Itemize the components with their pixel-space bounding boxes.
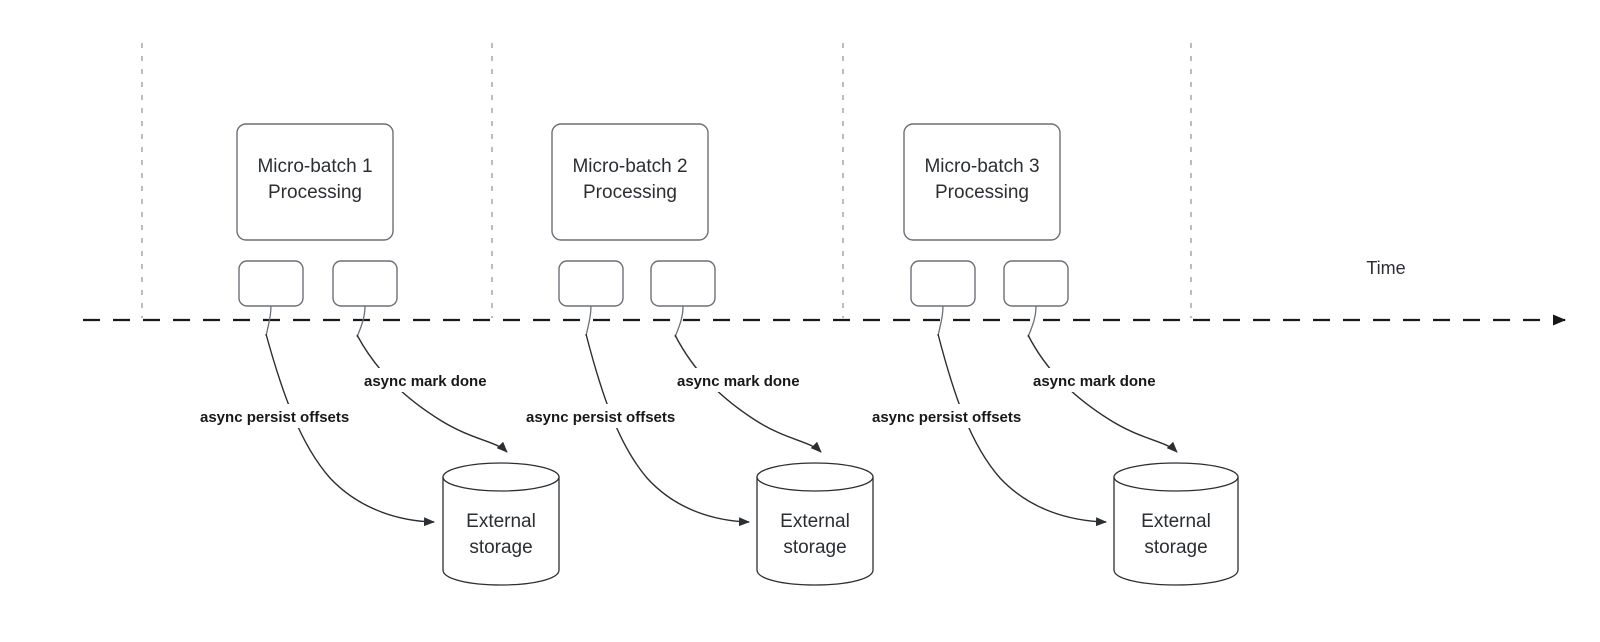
task-box-1b[interactable] [332,260,398,307]
group-2: Micro-batch 2 Processing async persist o… [518,123,874,586]
external-storage-3-label-line2: storage [1144,537,1207,558]
external-storage-2[interactable] [756,462,874,586]
edge-persist-offsets-3 [937,333,1107,527]
group-3: Micro-batch 3 Processing async persist o… [864,123,1239,586]
task-2b-stub [674,305,684,338]
micro-batch-2-label-line2: Processing [583,182,677,203]
edge-label-bg-mark-done-3 [1027,368,1177,392]
micro-batch-1-box[interactable] [236,123,394,241]
edge-label-bg-mark-done-2 [671,368,821,392]
task-3a-stub [937,305,944,337]
external-storage-3-label-line1: External [1141,511,1211,532]
edge-label-bg-persist-2 [518,404,702,428]
edge-mark-done-1 [356,334,508,453]
external-storage-2-label-line2: storage [783,537,846,558]
task-1b-stub [356,305,366,338]
external-storage-3[interactable] [1113,462,1239,586]
task-box-2a[interactable] [558,260,624,307]
edge-persist-offsets-2 [585,333,750,527]
task-box-1a[interactable] [238,260,304,307]
micro-batch-2-box[interactable] [551,123,709,241]
edge-label-bg-persist-1 [192,404,376,428]
task-box-3a[interactable] [910,260,976,307]
task-1a-stub [265,305,272,337]
edge-label-persist-offsets-3: async persist offsets [872,409,1021,426]
micro-batch-3-box[interactable] [903,123,1061,241]
edge-label-mark-done-2: async mark done [677,373,800,390]
time-axis-label: Time [1366,258,1405,278]
external-storage-2-label-line1: External [780,511,850,532]
edge-label-mark-done-1: async mark done [364,373,487,390]
task-box-2b[interactable] [650,260,716,307]
external-storage-1[interactable] [442,462,560,586]
time-axis: Time [83,258,1566,326]
task-2a-stub [585,305,592,337]
edge-label-bg-mark-done-1 [358,368,508,392]
edge-label-persist-offsets-1: async persist offsets [200,409,349,426]
task-3b-stub [1027,305,1037,338]
edge-label-bg-persist-3 [864,404,1048,428]
edge-persist-offsets-1 [265,333,435,527]
external-storage-1-label-line1: External [466,511,536,532]
micro-batch-2-label-line1: Micro-batch 2 [572,156,687,177]
group-1: Micro-batch 1 Processing async persist o… [192,123,560,586]
micro-batch-3-label-line2: Processing [935,182,1029,203]
micro-batch-1-label-line2: Processing [268,182,362,203]
task-box-3b[interactable] [1003,260,1069,307]
edge-label-persist-offsets-2: async persist offsets [526,409,675,426]
micro-batch-1-label-line1: Micro-batch 1 [257,156,372,177]
edge-label-mark-done-3: async mark done [1033,373,1156,390]
external-storage-1-label-line2: storage [469,537,532,558]
edge-mark-done-3 [1027,334,1178,453]
edge-mark-done-2 [674,334,822,453]
micro-batch-3-label-line1: Micro-batch 3 [924,156,1039,177]
